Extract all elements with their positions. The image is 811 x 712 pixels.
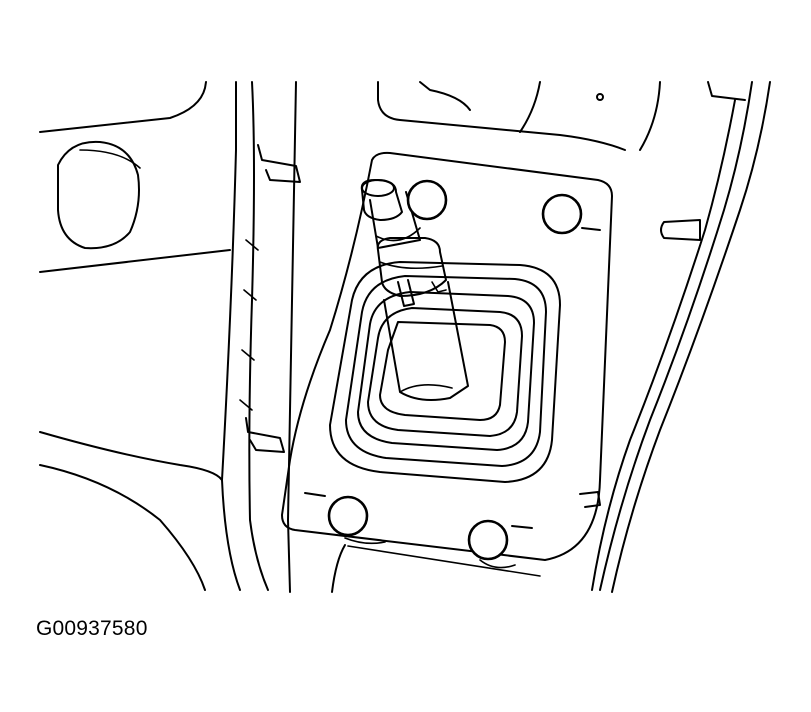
shift-lever	[360, 179, 469, 401]
boot-outer	[329, 261, 561, 483]
console-left-wall	[221, 81, 301, 593]
bezel-outline	[281, 151, 613, 561]
bolt-top-left	[406, 179, 448, 221]
figure-id-label: G00937580	[36, 617, 148, 640]
shifter-bezel-plate	[281, 151, 613, 569]
bolt-bottom-right	[467, 519, 509, 561]
boot-ring-4	[367, 307, 523, 437]
top-console-panel	[377, 81, 746, 151]
boot-inner	[379, 321, 506, 421]
bolt-bottom-left	[327, 495, 369, 537]
lever-pin	[397, 279, 415, 307]
upper-clip	[257, 144, 301, 183]
left-trim-panel	[39, 81, 231, 591]
left-vent-outline	[57, 140, 140, 250]
lever-shaft	[383, 281, 469, 401]
lower-clip	[245, 417, 285, 453]
console-bottom-edge	[331, 544, 541, 593]
small-hole	[596, 93, 604, 101]
console-right-wall	[579, 81, 771, 593]
bolt-top-right	[541, 193, 583, 235]
boot-ring-2	[345, 275, 547, 467]
shift-boot	[329, 261, 561, 483]
bezel-bolts	[304, 179, 601, 561]
